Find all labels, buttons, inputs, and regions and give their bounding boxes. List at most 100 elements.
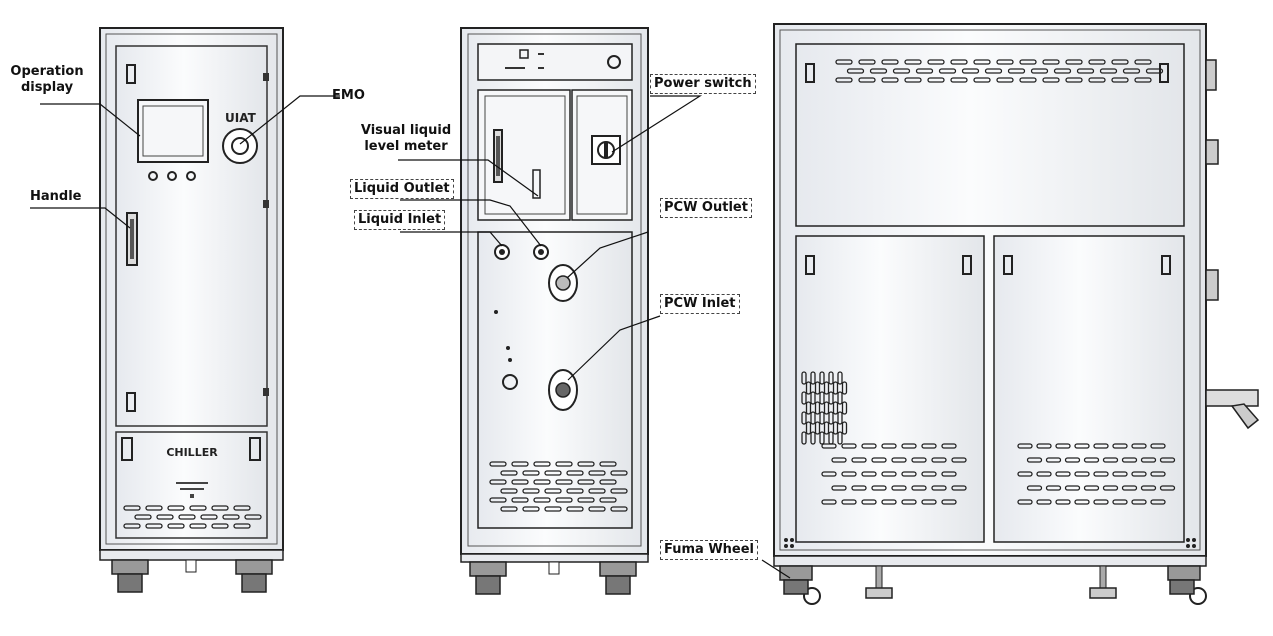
vent-slot xyxy=(1159,457,1176,463)
vent-slot xyxy=(961,68,980,74)
vent-slot xyxy=(801,411,807,425)
vent-slot xyxy=(1150,443,1166,449)
vent-slot xyxy=(1026,485,1043,491)
vent-slot xyxy=(123,523,141,529)
vent-slot xyxy=(1083,485,1100,491)
vent-slot xyxy=(941,499,957,505)
vent-slot xyxy=(610,470,628,476)
fuma-wheel-left xyxy=(779,565,821,605)
vent-slot xyxy=(522,506,540,512)
vent-slot xyxy=(984,68,1003,74)
vent-slot xyxy=(167,505,185,511)
vent-slot xyxy=(211,523,229,529)
vent-slot xyxy=(821,443,837,449)
vent-slot xyxy=(1112,471,1128,477)
leader-lines xyxy=(30,95,791,579)
vent-slot xyxy=(555,461,573,467)
vent-slot xyxy=(835,77,853,83)
vent-slot xyxy=(871,485,887,491)
front-view-unit: UIAT CHILLER xyxy=(99,27,284,593)
vent-slot xyxy=(931,485,947,491)
fuma-wheel-right xyxy=(1167,565,1207,605)
vent-slot xyxy=(832,421,839,435)
vent-slot xyxy=(805,401,812,415)
vent-slot xyxy=(1122,68,1141,74)
vent-slot xyxy=(1036,499,1052,505)
vent-slot xyxy=(1083,457,1100,463)
vent-slot xyxy=(1159,485,1176,491)
vent-slot xyxy=(577,479,595,485)
vent-slot xyxy=(871,457,887,463)
vent-slot xyxy=(1055,499,1071,505)
vent-slot xyxy=(821,471,837,477)
vent-slot xyxy=(244,514,262,520)
vent-slot xyxy=(832,401,839,415)
vent-slot xyxy=(828,371,834,385)
vent-slot xyxy=(1026,457,1043,463)
vent-slot xyxy=(1112,499,1128,505)
vent-slot xyxy=(145,505,163,511)
vent-slot xyxy=(846,68,865,74)
vent-slot xyxy=(1140,457,1157,463)
vent-slot xyxy=(489,479,507,485)
vent-slot xyxy=(1007,68,1026,74)
vent-slot xyxy=(1064,485,1081,491)
vent-slot xyxy=(869,68,888,74)
vent-slot xyxy=(881,59,899,65)
vent-slot xyxy=(823,421,830,435)
vent-slot xyxy=(1121,457,1138,463)
vent-slot xyxy=(823,401,830,415)
label-operation-display: Operation display xyxy=(6,64,88,96)
vent-slot xyxy=(835,59,853,65)
vent-slot xyxy=(1019,77,1037,83)
vent-slot xyxy=(828,411,834,425)
vent-slot xyxy=(805,381,812,395)
vent-slot xyxy=(588,506,606,512)
caster-right xyxy=(599,561,637,595)
vent-slot xyxy=(814,381,821,395)
vent-slot xyxy=(904,59,922,65)
vent-slot xyxy=(1045,457,1062,463)
vent-slot xyxy=(1017,499,1033,505)
vent-slot xyxy=(1036,443,1052,449)
vent-slot xyxy=(577,461,595,467)
label-power-switch: Power switch xyxy=(650,74,756,94)
vent-slot xyxy=(1131,471,1147,477)
vent-slot xyxy=(1019,59,1037,65)
vent-slot xyxy=(861,443,877,449)
vent-slot xyxy=(801,431,807,445)
vent-slot xyxy=(1093,443,1109,449)
vent-slot xyxy=(511,461,529,467)
vent-slot xyxy=(858,59,876,65)
vent-slot xyxy=(841,499,857,505)
vent-slot xyxy=(805,421,812,435)
vent-slot xyxy=(851,485,867,491)
vent-slot xyxy=(814,421,821,435)
vent-slot xyxy=(973,59,991,65)
vent-slot xyxy=(123,505,141,511)
vent-slot xyxy=(1093,499,1109,505)
vent-slot xyxy=(881,471,897,477)
vent-slot xyxy=(500,488,518,494)
vent-slot xyxy=(533,479,551,485)
vent-slot xyxy=(599,479,617,485)
leveling-foot xyxy=(1089,565,1117,599)
vent-slot xyxy=(841,421,848,435)
y-strainer xyxy=(1205,389,1260,430)
vent-slot xyxy=(831,485,847,491)
vent-slot xyxy=(189,523,207,529)
vent-slot xyxy=(801,391,807,405)
label-visual-level-line2: level meter xyxy=(364,139,448,154)
vent-slot xyxy=(1074,499,1090,505)
vent-slot xyxy=(1131,499,1147,505)
vent-slot xyxy=(904,77,922,83)
vent-slot xyxy=(841,471,857,477)
label-liquid-inlet: Liquid Inlet xyxy=(354,210,446,230)
vent-slot xyxy=(1076,68,1095,74)
vent-slot xyxy=(566,470,584,476)
vent-slot xyxy=(1131,443,1147,449)
vent-slot xyxy=(211,505,229,511)
vent-slot xyxy=(927,59,945,65)
vent-slot xyxy=(178,514,196,520)
vent-slot xyxy=(921,471,937,477)
